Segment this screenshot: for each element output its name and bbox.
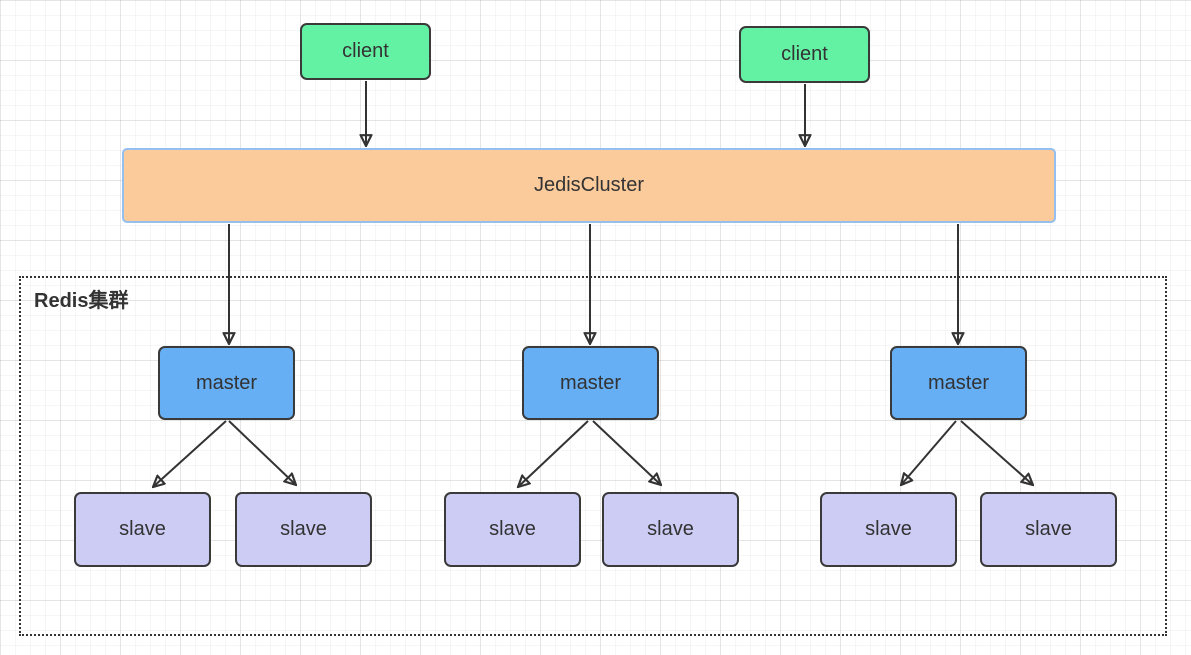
slave-node-4-label: slave	[647, 518, 694, 540]
slave-node-1: slave	[74, 492, 211, 567]
slave-node-6: slave	[980, 492, 1117, 567]
client-node-1-label: client	[342, 40, 389, 62]
master-node-2-label: master	[559, 371, 622, 394]
slave-node-5: slave	[820, 492, 957, 567]
slave-node-3-label: slave	[489, 518, 536, 540]
master-node-3: master	[890, 346, 1027, 420]
master-node-2: master	[522, 346, 659, 420]
client-node-1: client	[300, 23, 431, 80]
redis-cluster-group-label: Redis集群	[34, 290, 129, 312]
master-node-1: master	[158, 346, 295, 420]
slave-node-6-label: slave	[1025, 518, 1072, 540]
slave-node-1-label: slave	[119, 518, 166, 540]
client-node-2: client	[739, 26, 870, 83]
client-node-2-label: client	[781, 43, 828, 65]
jediscluster-bar-label: JedisCluster	[533, 174, 645, 196]
slave-node-3: slave	[444, 492, 581, 567]
slave-node-2-label: slave	[280, 518, 327, 540]
slave-node-2: slave	[235, 492, 372, 567]
redis-cluster-group-box	[19, 276, 1167, 636]
slave-node-5-label: slave	[865, 518, 912, 540]
master-node-1-label: master	[195, 371, 258, 394]
master-node-3-label: master	[927, 371, 990, 394]
jediscluster-bar: JedisCluster	[122, 148, 1056, 223]
slave-node-4: slave	[602, 492, 739, 567]
